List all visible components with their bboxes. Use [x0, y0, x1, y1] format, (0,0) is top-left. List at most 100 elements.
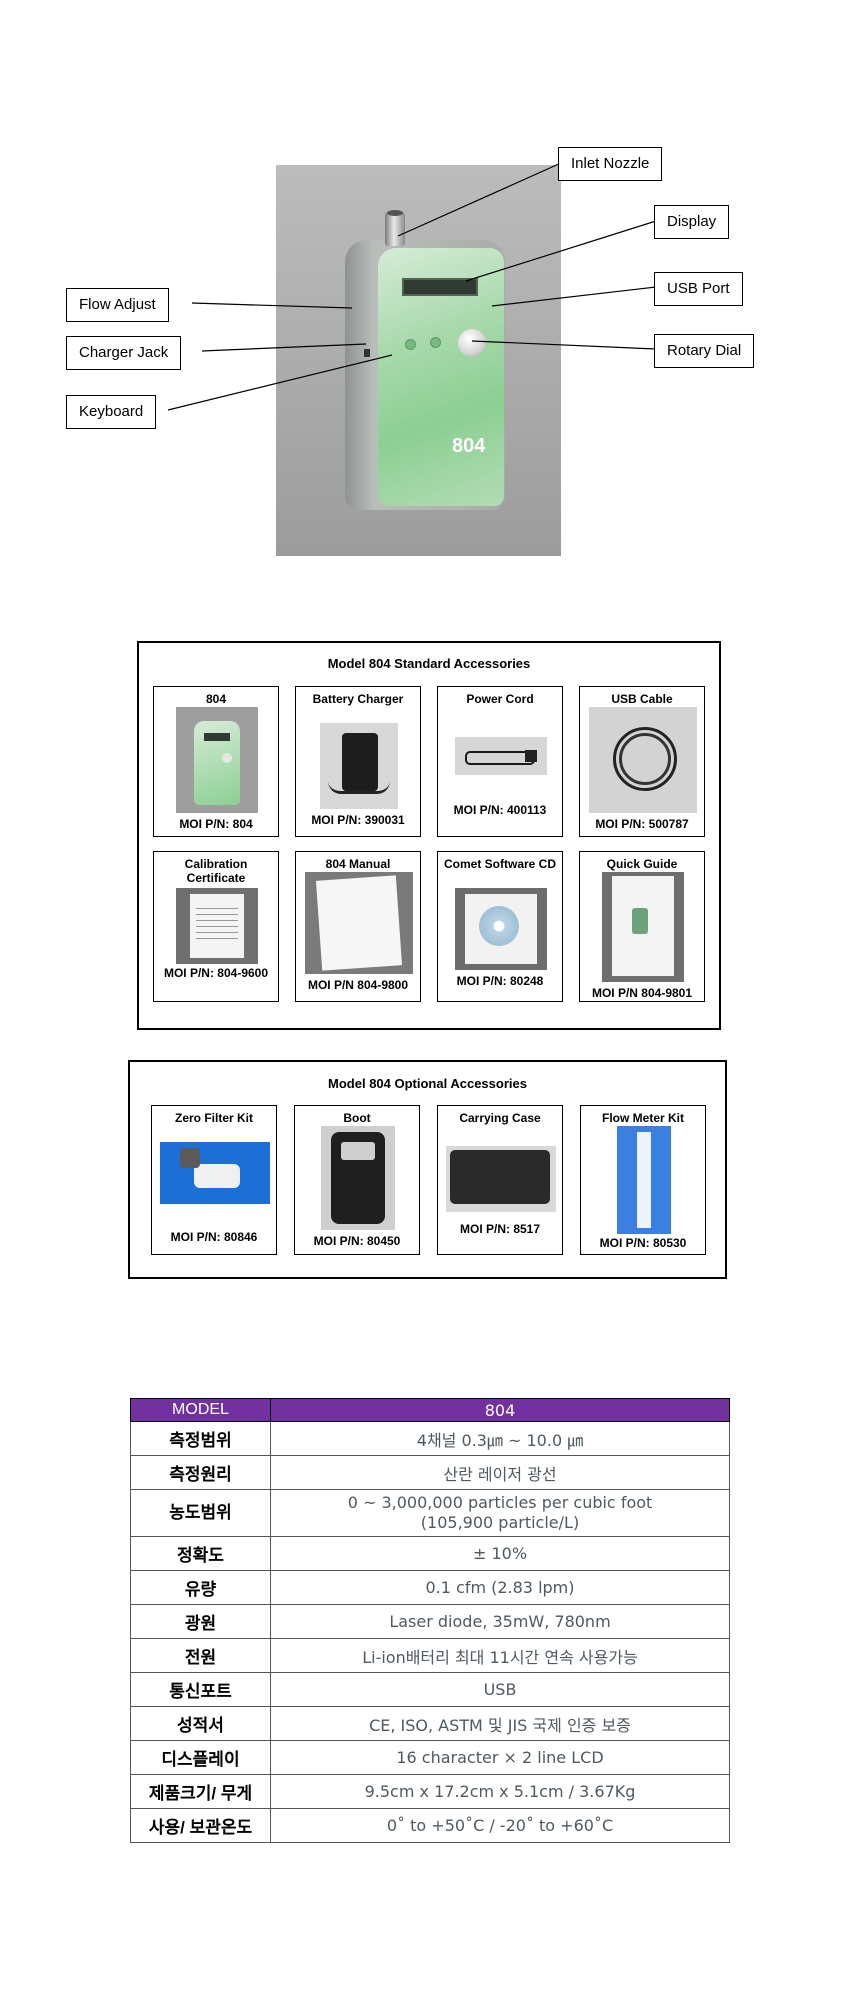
callout-inlet-nozzle: Inlet Nozzle — [558, 147, 663, 181]
accessory-photo — [176, 888, 258, 964]
spec-value: 9.5cm x 17.2cm x 5.1cm / 3.67Kg — [270, 1774, 730, 1809]
accessory-part-number: MOI P/N: 80248 — [456, 974, 544, 988]
device-model-print: 804 — [452, 435, 486, 457]
accessory-label: Power Cord — [466, 692, 534, 706]
spec-value: CE, ISO, ASTM 및 JIS 국제 인증 보증 — [270, 1706, 730, 1741]
accessory-card: Power Cord MOI P/N: 400113 — [437, 686, 563, 837]
spec-value: 0.1 cfm (2.83 lpm) — [270, 1570, 730, 1605]
accessory-part-number: MOI P/N: 804-9600 — [163, 966, 269, 980]
accessory-label: Calibration Certificate — [184, 857, 248, 885]
spec-key: 제품크기/ 무게 — [130, 1774, 271, 1809]
accessory-card: USB Cable MOI P/N: 500787 — [579, 686, 705, 837]
accessory-label: Zero Filter Kit — [174, 1111, 253, 1125]
accessory-card: Comet Software CD MOI P/N: 80248 — [437, 851, 563, 1002]
spec-key: 광원 — [130, 1604, 271, 1639]
accessory-part-number: MOI P/N 804-9801 — [591, 986, 693, 1000]
spec-value: 4채널 0.3㎛ ~ 10.0 ㎛ — [270, 1421, 730, 1456]
accessory-label: 804 — [205, 692, 227, 706]
spec-value: ± 10% — [270, 1536, 730, 1571]
table-row: 사용/ 보관온도 0˚ to +50˚C / -20˚ to +60˚C — [130, 1808, 730, 1843]
spec-value-line: (105,900 particle/L) — [420, 1513, 580, 1532]
accessory-part-number: MOI P/N: 390031 — [311, 813, 405, 827]
table-row: 유량 0.1 cfm (2.83 lpm) — [130, 1570, 730, 1605]
table-row: 통신포트 USB — [130, 1672, 730, 1707]
accessory-card: Carrying Case MOI P/N: 8517 — [437, 1105, 563, 1255]
spec-value-line: 0 ~ 3,000,000 particles per cubic foot — [347, 1493, 653, 1512]
accessory-label: Quick Guide — [606, 857, 678, 871]
accessory-photo — [305, 872, 413, 974]
callout-display: Display — [654, 205, 730, 239]
callout-rotary-dial: Rotary Dial — [654, 334, 755, 368]
accessory-label: Comet Software CD — [443, 857, 556, 871]
spec-key: 측정범위 — [130, 1421, 271, 1456]
callout-leader-lines — [167, 162, 657, 411]
accessory-part-number: MOI P/N: 8517 — [459, 1222, 541, 1236]
spec-key: 전원 — [130, 1638, 271, 1673]
accessory-part-number: MOI P/N: 80450 — [313, 1234, 401, 1248]
callout-flow-adjust: Flow Adjust — [66, 288, 169, 322]
table-row: 측정원리 산란 레이저 광선 — [130, 1455, 730, 1490]
accessory-part-number: MOI P/N: 400113 — [453, 803, 547, 817]
table-row: 측정범위 4채널 0.3㎛ ~ 10.0 ㎛ — [130, 1421, 730, 1456]
accessory-label: Carrying Case — [459, 1111, 541, 1125]
accessory-label: 804 Manual — [325, 857, 391, 871]
accessory-photo — [455, 737, 547, 775]
accessory-part-number: MOI P/N: 500787 — [595, 817, 689, 831]
accessory-card: Zero Filter Kit MOI P/N: 80846 — [151, 1105, 277, 1255]
spec-key: 농도범위 — [130, 1489, 271, 1537]
callout-usb-port: USB Port — [654, 272, 743, 306]
table-row: 정확도 ± 10% — [130, 1536, 730, 1571]
spec-value: 0 ~ 3,000,000 particles per cubic foot (… — [270, 1489, 730, 1537]
accessory-label: USB Cable — [611, 692, 673, 706]
spec-table: MODEL 804 측정범위 4채널 0.3㎛ ~ 10.0 ㎛ 측정원리 산란… — [130, 1398, 730, 1843]
spec-value: 0˚ to +50˚C / -20˚ to +60˚C — [270, 1808, 730, 1843]
optional-accessories-title: Model 804 Optional Accessories — [328, 1076, 527, 1091]
table-header-row: MODEL 804 — [130, 1398, 730, 1422]
accessory-part-number: MOI P/N: 80846 — [170, 1230, 258, 1244]
table-row: 전원 Li-ion배터리 최대 11시간 연속 사용가능 — [130, 1638, 730, 1673]
keypad-button-graphic — [405, 339, 416, 350]
spec-key: 통신포트 — [130, 1672, 271, 1707]
spec-key: 유량 — [130, 1570, 271, 1605]
accessory-label: Battery Charger — [312, 692, 404, 706]
accessory-card: Flow Meter Kit MOI P/N: 80530 — [580, 1105, 706, 1255]
accessory-photo — [589, 707, 697, 813]
spec-key: 디스플레이 — [130, 1740, 271, 1775]
nozzle-cap-graphic — [387, 210, 403, 216]
spec-key: 사용/ 보관온도 — [130, 1808, 271, 1843]
charger-jack-graphic — [364, 349, 370, 357]
accessory-card: Calibration Certificate MOI P/N: 804-960… — [153, 851, 279, 1002]
device-lcd-graphic — [402, 278, 478, 296]
table-header-key: MODEL — [130, 1398, 271, 1422]
accessory-photo — [446, 1146, 556, 1212]
accessory-photo — [455, 888, 547, 970]
accessory-card: 804 Manual MOI P/N 804-9800 — [295, 851, 421, 1002]
accessory-photo — [320, 723, 398, 809]
inlet-nozzle-graphic — [385, 212, 405, 246]
accessory-part-number: MOI P/N: 80530 — [599, 1236, 687, 1250]
spec-value: 산란 레이저 광선 — [270, 1455, 730, 1490]
accessory-part-number: MOI P/N: 804 — [179, 817, 253, 831]
spec-key: 정확도 — [130, 1536, 271, 1571]
accessory-card: Quick Guide MOI P/N 804-9801 — [579, 851, 705, 1002]
spec-value: Li-ion배터리 최대 11시간 연속 사용가능 — [270, 1638, 730, 1673]
table-row: 광원 Laser diode, 35mW, 780nm — [130, 1604, 730, 1639]
table-header-value: 804 — [270, 1398, 730, 1422]
callout-charger-jack: Charger Jack — [66, 336, 182, 370]
rotary-dial-graphic — [458, 329, 486, 357]
table-row: 성적서 CE, ISO, ASTM 및 JIS 국제 인증 보증 — [130, 1706, 730, 1741]
table-row: 디스플레이 16 character × 2 line LCD — [130, 1740, 730, 1775]
table-row: 농도범위 0 ~ 3,000,000 particles per cubic f… — [130, 1489, 730, 1537]
accessory-photo — [176, 707, 258, 813]
standard-accessories-title: Model 804 Standard Accessories — [327, 656, 531, 671]
spec-value: USB — [270, 1672, 730, 1707]
accessory-part-number: MOI P/N 804-9800 — [307, 978, 409, 992]
spec-key: 측정원리 — [130, 1455, 271, 1490]
spec-key: 성적서 — [130, 1706, 271, 1741]
callout-keyboard: Keyboard — [66, 395, 157, 429]
keypad-button-graphic — [430, 337, 441, 348]
table-row: 제품크기/ 무게 9.5cm x 17.2cm x 5.1cm / 3.67Kg — [130, 1774, 730, 1809]
accessory-card: 804 MOI P/N: 804 — [153, 686, 279, 837]
accessory-card: Boot MOI P/N: 80450 — [294, 1105, 420, 1255]
accessory-photo — [617, 1126, 671, 1234]
